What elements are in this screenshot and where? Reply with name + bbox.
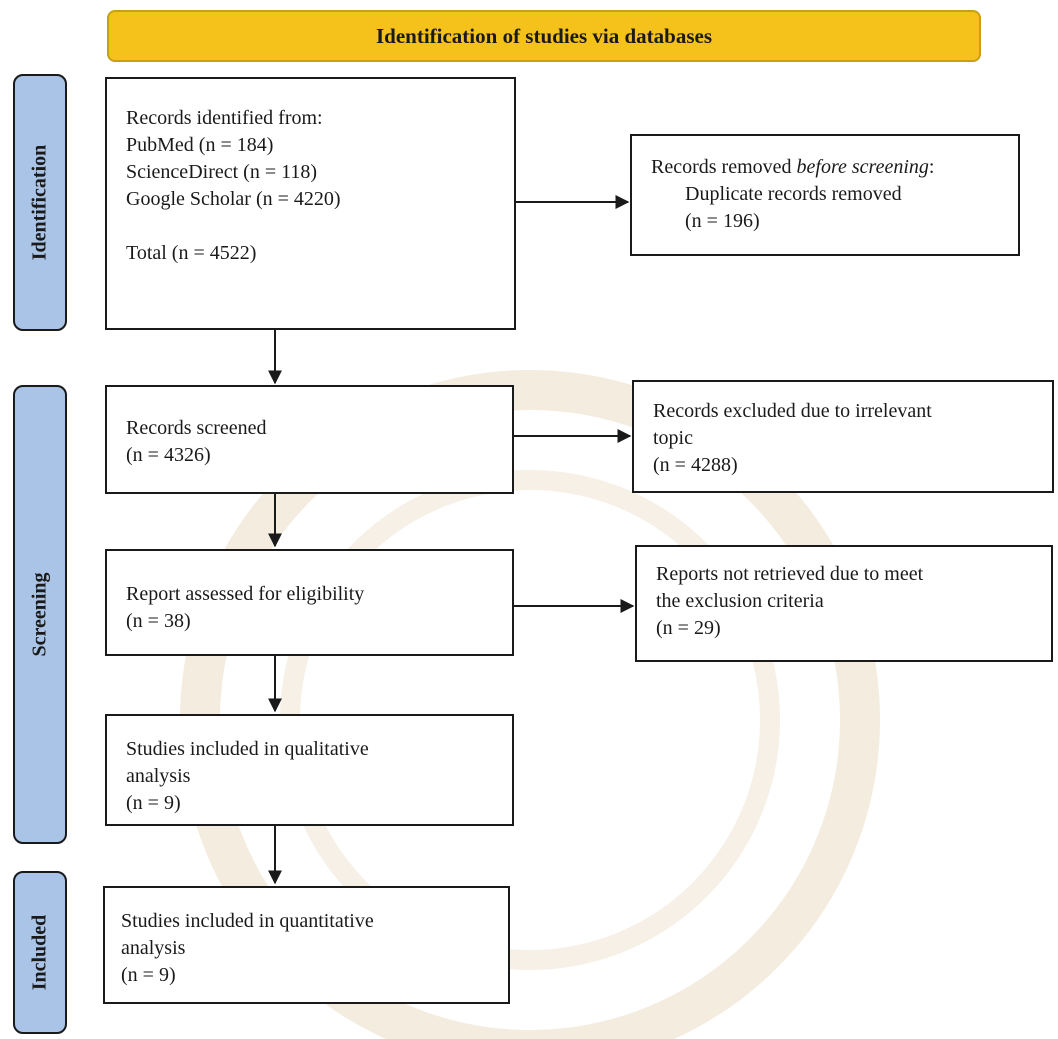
records-screened-count: (n = 4326) — [126, 444, 211, 466]
reports-not-retrieved-line1: Reports not retrieved due to meet — [656, 563, 924, 585]
phase-identification: Identification — [13, 74, 67, 331]
records-removed-heading-italic: before screening — [796, 156, 929, 178]
reports-assessed-count: (n = 38) — [126, 610, 191, 632]
records-removed-box: Records removed before screening: Duplic… — [630, 134, 1020, 256]
header-title: Identification of studies via databases — [107, 10, 981, 62]
quantitative-count: (n = 9) — [121, 964, 176, 986]
source-pubmed: PubMed (n = 184) — [126, 134, 274, 156]
records-identified-box: Records identified from: PubMed (n = 184… — [105, 77, 516, 330]
quantitative-line1: Studies included in quantitative — [121, 910, 374, 932]
qualitative-box: Studies included in qualitative analysis… — [105, 714, 514, 826]
qualitative-count: (n = 9) — [126, 792, 181, 814]
records-screened-label: Records screened — [126, 417, 267, 439]
records-excluded-box: Records excluded due to irrelevant topic… — [632, 380, 1054, 493]
reports-not-retrieved-box: Reports not retrieved due to meet the ex… — [635, 545, 1053, 662]
phase-screening: Screening — [13, 385, 67, 844]
records-removed-count: (n = 196) — [685, 210, 760, 232]
reports-not-retrieved-line2: the exclusion criteria — [656, 590, 824, 612]
source-sciencedirect: ScienceDirect (n = 118) — [126, 161, 318, 183]
records-removed-heading-prefix: Records removed — [651, 156, 797, 178]
records-excluded-line2: topic — [653, 427, 693, 449]
records-screened-box: Records screened (n = 4326) — [105, 385, 514, 494]
records-identified-heading: Records identified from: — [126, 107, 323, 129]
records-removed-detail: Duplicate records removed — [685, 183, 902, 205]
qualitative-line1: Studies included in qualitative — [126, 738, 369, 760]
records-excluded-count: (n = 4288) — [653, 454, 738, 476]
quantitative-box: Studies included in quantitative analysi… — [103, 886, 510, 1004]
reports-assessed-label: Report assessed for eligibility — [126, 583, 365, 605]
source-google-scholar: Google Scholar (n = 4220) — [126, 188, 341, 210]
records-total: Total (n = 4522) — [126, 242, 257, 264]
reports-assessed-box: Report assessed for eligibility (n = 38) — [105, 549, 514, 656]
reports-not-retrieved-count: (n = 29) — [656, 617, 721, 639]
qualitative-line2: analysis — [126, 765, 191, 787]
records-removed-heading-suffix: : — [928, 156, 935, 178]
quantitative-line2: analysis — [121, 937, 186, 959]
records-removed-heading: Records removed before screening: — [651, 154, 1018, 181]
phase-included: Included — [13, 871, 67, 1034]
records-excluded-line1: Records excluded due to irrelevant — [653, 400, 932, 422]
